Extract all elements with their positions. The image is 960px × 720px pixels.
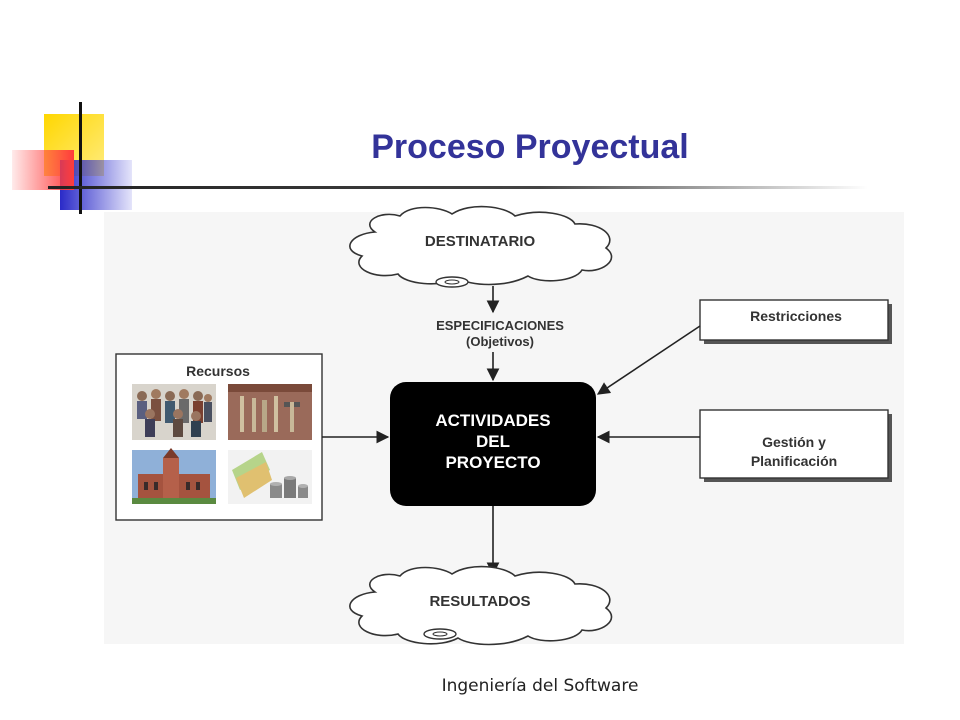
money-image-icon	[228, 450, 312, 504]
gestion-label-line2: Planificación	[751, 453, 837, 469]
gestion-box: Gestión y Planificación	[699, 409, 892, 482]
title-rule	[48, 186, 868, 189]
objetivos-label: (Objetivos)	[466, 334, 534, 349]
actividades-label-line3: PROYECTO	[445, 453, 540, 472]
actividades-label-line1: ACTIVIDADES	[435, 411, 550, 430]
page-title: Proceso Proyectual	[371, 128, 689, 166]
footer-text: Ingeniería del Software	[441, 676, 639, 696]
restricciones-box: Restricciones	[699, 299, 892, 344]
resultados-label: RESULTADOS	[429, 593, 530, 610]
recursos-label: Recursos	[186, 363, 250, 379]
recursos-box: Recursos	[115, 353, 323, 521]
gestion-label-line1: Gestión y	[762, 434, 826, 450]
resultados-cloud: RESULTADOS	[349, 565, 613, 646]
building-image-icon	[132, 448, 216, 504]
actividades-box: ACTIVIDADES DEL PROYECTO	[390, 382, 596, 506]
restricciones-label: Restricciones	[750, 308, 842, 324]
destinatario-label: DESTINATARIO	[425, 233, 536, 250]
deco-vertical-line	[79, 102, 82, 214]
arrow-restricciones-actividades	[596, 325, 701, 395]
deco-red-square	[12, 150, 74, 190]
actividades-label-line2: DEL	[476, 432, 510, 451]
destinatario-cloud: DESTINATARIO	[349, 205, 613, 288]
tools-image-icon	[228, 384, 312, 440]
especificaciones-label: ESPECIFICACIONES	[436, 318, 564, 333]
people-image-icon	[132, 384, 216, 440]
